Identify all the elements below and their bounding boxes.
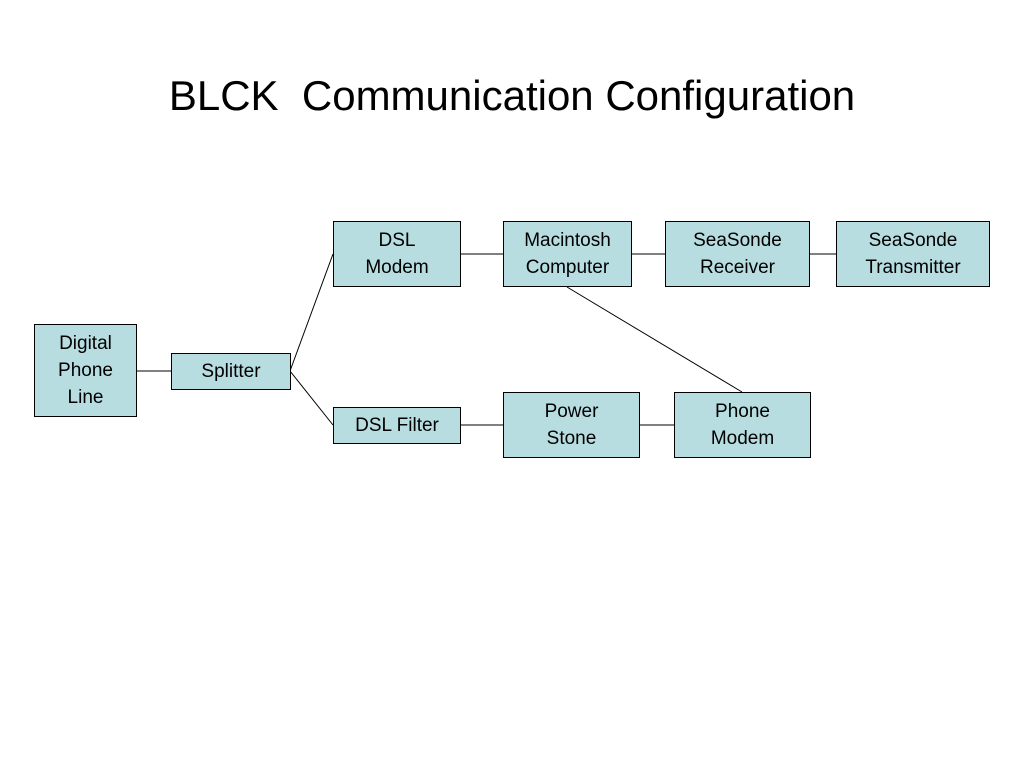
node-phone-modem: Phone Modem <box>674 392 811 458</box>
node-seasonde-transmitter: SeaSonde Transmitter <box>836 221 990 287</box>
node-dsl-filter: DSL Filter <box>333 407 461 444</box>
node-seasonde-receiver: SeaSonde Receiver <box>665 221 810 287</box>
connector-splitter-to-dsl-modem <box>289 253 334 372</box>
connector-splitter-to-dsl-filter <box>289 370 334 426</box>
node-digital-phone-line: Digital Phone Line <box>34 324 137 417</box>
node-power-stone: Power Stone <box>503 392 640 458</box>
node-splitter: Splitter <box>171 353 291 390</box>
page-title: BLCK Communication Configuration <box>168 72 856 119</box>
node-dsl-modem: DSL Modem <box>333 221 461 287</box>
connector-macintosh-to-phone-modem <box>566 286 743 393</box>
node-macintosh-computer: Macintosh Computer <box>503 221 632 287</box>
